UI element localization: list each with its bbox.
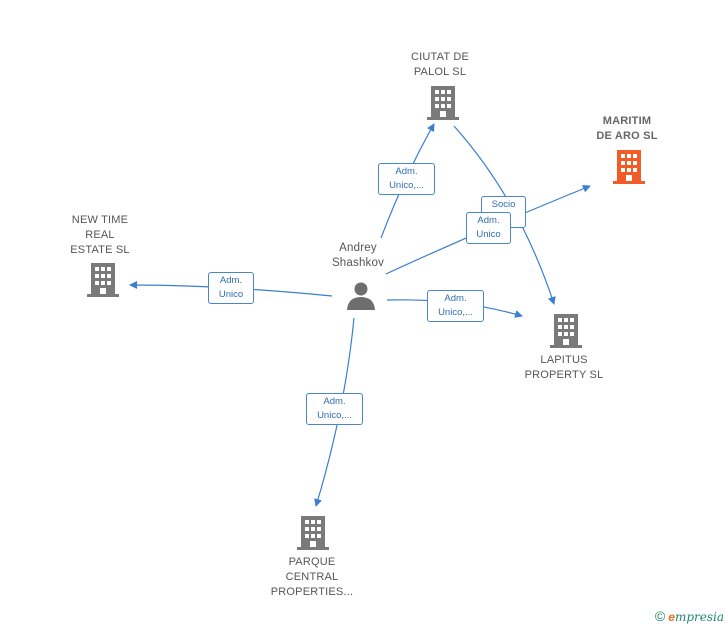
building-icon-ciutat[interactable] xyxy=(427,86,459,120)
empresia-logo: ©empresia xyxy=(654,608,724,624)
person-icon[interactable] xyxy=(346,281,376,311)
edge-label-ciutat[interactable]: Adm. Unico,... xyxy=(378,163,435,195)
edge-label-maritim[interactable]: Adm. Unico xyxy=(466,212,511,244)
node-label-person[interactable]: Andrey Shashkov xyxy=(331,242,385,269)
building-icon-maritim[interactable] xyxy=(613,150,645,184)
node-label-maritim[interactable]: MARITIM DE ARO SL xyxy=(596,115,658,142)
node-label-ciutat[interactable]: CIUTAT DE PALOL SL xyxy=(410,51,470,78)
node-label-parque[interactable]: PARQUE CENTRAL PROPERTIES... xyxy=(270,556,354,598)
building-icon-lapitus[interactable] xyxy=(550,314,582,348)
node-label-lapitus[interactable]: LAPITUS PROPERTY SL xyxy=(524,354,604,381)
node-label-newtime[interactable]: NEW TIME REAL ESTATE SL xyxy=(70,214,130,256)
edge-label-parque[interactable]: Adm. Unico,... xyxy=(306,393,363,425)
copyright-icon: © xyxy=(654,608,666,624)
edge-label-newtime[interactable]: Adm. Unico xyxy=(208,272,254,304)
edge-label-lapitus[interactable]: Adm. Unico,... xyxy=(427,290,484,322)
building-icon-parque[interactable] xyxy=(297,516,329,550)
building-icon-newtime[interactable] xyxy=(87,263,119,297)
